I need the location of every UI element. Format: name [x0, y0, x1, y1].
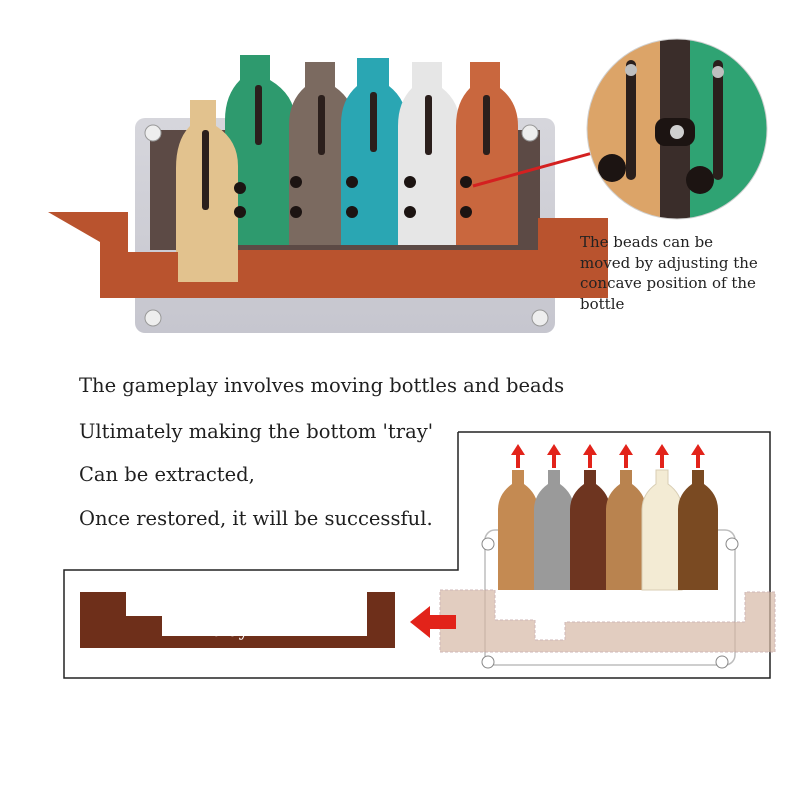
- diagram-bottles: [498, 469, 718, 591]
- up-arrows: [511, 444, 705, 468]
- photo-tray: [48, 212, 608, 298]
- instruction-line-4: Once restored, it will be successful.: [79, 507, 433, 530]
- caption-line: bottle: [580, 294, 625, 313]
- ghost-tray: [439, 589, 776, 653]
- left-arrow: [410, 606, 456, 638]
- caption-line: moved by adjusting the: [580, 253, 758, 272]
- instruction-line-3: Can be extracted,: [79, 463, 255, 486]
- photo-bottles: [176, 55, 518, 286]
- diagram-frame: [63, 431, 771, 679]
- instruction-line-2: Ultimately making the bottom 'tray': [79, 420, 434, 443]
- caption-line: The beads can be: [580, 233, 714, 251]
- tray-label: tray: [212, 620, 249, 641]
- instruction-line-1: The gameplay involves moving bottles and…: [79, 374, 565, 397]
- photo-caption: The beads can be moved by adjusting the …: [580, 232, 758, 314]
- caption-line: concave position of the: [580, 274, 756, 292]
- tray-shape: [80, 592, 395, 648]
